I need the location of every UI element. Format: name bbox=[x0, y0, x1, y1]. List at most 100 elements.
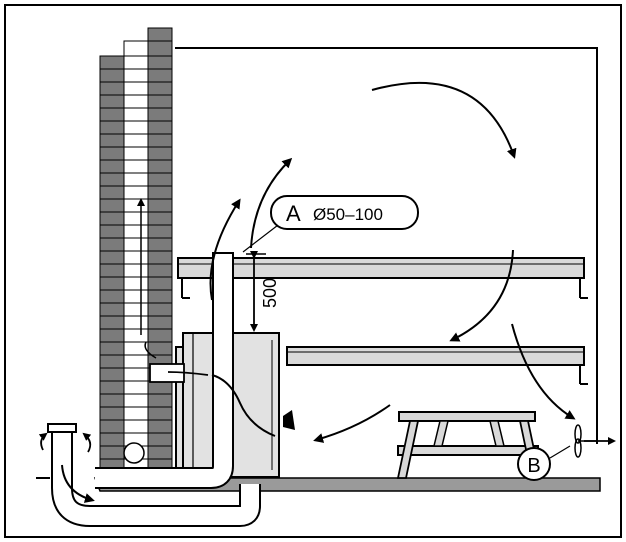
brick bbox=[99, 315, 125, 330]
brick bbox=[123, 198, 149, 213]
brick bbox=[123, 250, 149, 265]
brick bbox=[99, 224, 125, 239]
upper-bench bbox=[177, 257, 588, 299]
pipe-a bbox=[95, 253, 232, 487]
brick bbox=[123, 120, 149, 135]
brick bbox=[99, 393, 125, 408]
intake-arrow-left bbox=[38, 432, 48, 451]
airflow-arrow-floor bbox=[313, 404, 391, 443]
brick bbox=[147, 107, 173, 122]
brick bbox=[99, 237, 125, 252]
brick bbox=[123, 302, 149, 317]
brick bbox=[147, 146, 173, 161]
airflow-arrow-rise-2 bbox=[250, 157, 293, 249]
brick bbox=[147, 55, 173, 70]
brick bbox=[99, 159, 125, 174]
brick bbox=[123, 107, 149, 122]
brick bbox=[123, 159, 149, 174]
brick bbox=[123, 380, 149, 395]
brick bbox=[147, 198, 173, 213]
brick bbox=[147, 315, 173, 330]
brick bbox=[123, 341, 149, 356]
brick bbox=[147, 263, 173, 278]
brick bbox=[99, 445, 125, 460]
brick bbox=[123, 40, 149, 57]
brick bbox=[123, 237, 149, 252]
brick bbox=[99, 341, 125, 356]
intake-duct bbox=[53, 431, 259, 525]
brick bbox=[147, 380, 173, 395]
callout-a-text: Ø50–100 bbox=[313, 205, 383, 224]
brick bbox=[147, 159, 173, 174]
brick bbox=[99, 250, 125, 265]
brick bbox=[123, 146, 149, 161]
brick bbox=[147, 406, 173, 421]
airflow-curve-stove bbox=[211, 374, 276, 437]
brick bbox=[123, 315, 149, 330]
intake-cap bbox=[47, 423, 77, 433]
brick bbox=[147, 328, 173, 343]
brick bbox=[123, 289, 149, 304]
intake-arrow-right bbox=[82, 432, 92, 453]
brick bbox=[123, 393, 149, 408]
brick bbox=[99, 81, 125, 96]
callout-b-letter: B bbox=[527, 455, 540, 477]
cleanout-hatch bbox=[123, 442, 145, 464]
callout-b-leader bbox=[549, 445, 571, 459]
brick bbox=[147, 302, 173, 317]
airflow-curl bbox=[144, 341, 157, 359]
brick bbox=[123, 406, 149, 421]
brick bbox=[99, 172, 125, 187]
brick bbox=[99, 419, 125, 434]
callout-b-circle bbox=[517, 447, 551, 481]
brick bbox=[147, 289, 173, 304]
brick bbox=[123, 172, 149, 187]
brick bbox=[99, 328, 125, 343]
brick bbox=[99, 263, 125, 278]
brick bbox=[99, 146, 125, 161]
airflow-arrow-ceiling bbox=[371, 81, 517, 159]
brick bbox=[123, 211, 149, 226]
brick bbox=[147, 250, 173, 265]
brick bbox=[99, 120, 125, 135]
brick bbox=[99, 406, 125, 421]
brick bbox=[147, 81, 173, 96]
brick bbox=[123, 224, 149, 239]
brick bbox=[147, 211, 173, 226]
brick bbox=[123, 276, 149, 291]
brick bbox=[147, 40, 173, 57]
airflow-arrow-to-vent bbox=[511, 323, 576, 420]
brick bbox=[99, 55, 125, 70]
brick bbox=[123, 419, 149, 434]
callout-a-letter: A bbox=[286, 201, 301, 226]
brick bbox=[99, 432, 125, 447]
brick bbox=[99, 107, 125, 122]
brick bbox=[147, 172, 173, 187]
lower-bench bbox=[286, 346, 588, 385]
brick bbox=[99, 94, 125, 109]
brick bbox=[147, 445, 173, 460]
brick bbox=[123, 81, 149, 96]
brick bbox=[123, 185, 149, 200]
intake-flow-arrow bbox=[61, 464, 95, 503]
brick bbox=[99, 133, 125, 148]
brick bbox=[123, 94, 149, 109]
airflow-into-stove bbox=[167, 371, 209, 376]
brick bbox=[99, 367, 125, 382]
brick bbox=[99, 68, 125, 83]
room-wall-outline bbox=[175, 47, 598, 437]
brick bbox=[123, 133, 149, 148]
brick bbox=[99, 276, 125, 291]
brick bbox=[147, 393, 173, 408]
brick bbox=[147, 185, 173, 200]
brick bbox=[147, 120, 173, 135]
brick bbox=[99, 302, 125, 317]
brick bbox=[147, 276, 173, 291]
brick bbox=[123, 354, 149, 369]
brick bbox=[147, 224, 173, 239]
brick bbox=[99, 211, 125, 226]
brick bbox=[123, 263, 149, 278]
brick-chimney bbox=[99, 27, 173, 479]
brick bbox=[99, 185, 125, 200]
